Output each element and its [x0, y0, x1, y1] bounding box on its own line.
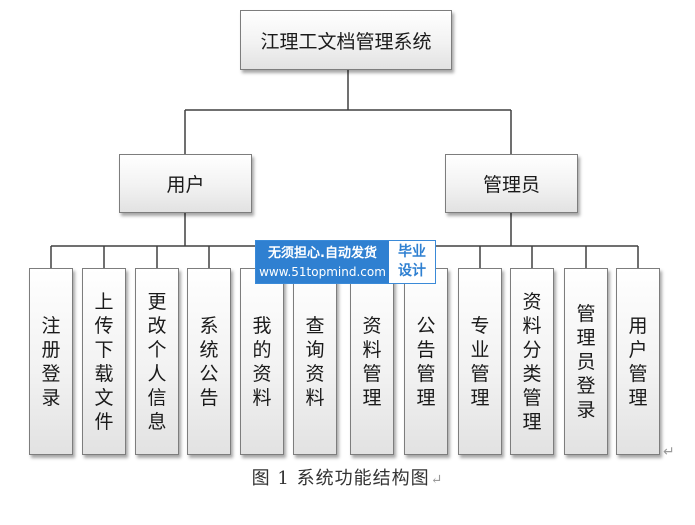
watermark-badge: 无须担心.自动发货 www.51topmind.com 毕业 设计 [255, 240, 436, 284]
leaf-register-login: 注册登录 [29, 268, 73, 455]
leaf-upload-download: 上传下载文件 [82, 268, 126, 455]
leaf-my-materials: 我的资料 [240, 268, 284, 455]
leaf-category-management: 资料分类管理 [510, 268, 554, 455]
caption-paragraph-mark-icon: ↵ [430, 472, 444, 488]
leaf-material-management: 资料管理 [350, 268, 394, 455]
watermark-badge-top: 毕业 [398, 244, 426, 260]
figure-caption-text: 图 1 系统功能结构图 [251, 468, 430, 489]
watermark-text-block: 无须担心.自动发货 www.51topmind.com [256, 241, 389, 283]
group-node-admin: 管理员 [445, 154, 578, 213]
leaf-major-management: 专业管理 [458, 268, 502, 455]
leaf-user-management: 用户管理 [616, 268, 660, 455]
watermark-line2: www.51topmind.com [259, 265, 386, 279]
watermark-label-block: 毕业 设计 [389, 241, 435, 283]
leaf-search-materials: 查询资料 [293, 268, 337, 455]
leaf-system-notice: 系统公告 [187, 268, 231, 455]
leaf-admin-login: 管理员登录 [564, 268, 608, 455]
watermark-badge-bottom: 设计 [398, 263, 426, 279]
root-node: 江理工文档管理系统 [240, 10, 452, 70]
leaf-notice-management: 公告管理 [404, 268, 448, 455]
leaf-edit-profile: 更改个人信息 [135, 268, 179, 455]
figure-caption: 图 1 系统功能结构图↵ [0, 464, 695, 490]
group-node-user: 用户 [119, 154, 252, 213]
watermark-line1: 无须担心.自动发货 [268, 246, 377, 261]
paragraph-mark-icon: ↵ [663, 444, 675, 460]
